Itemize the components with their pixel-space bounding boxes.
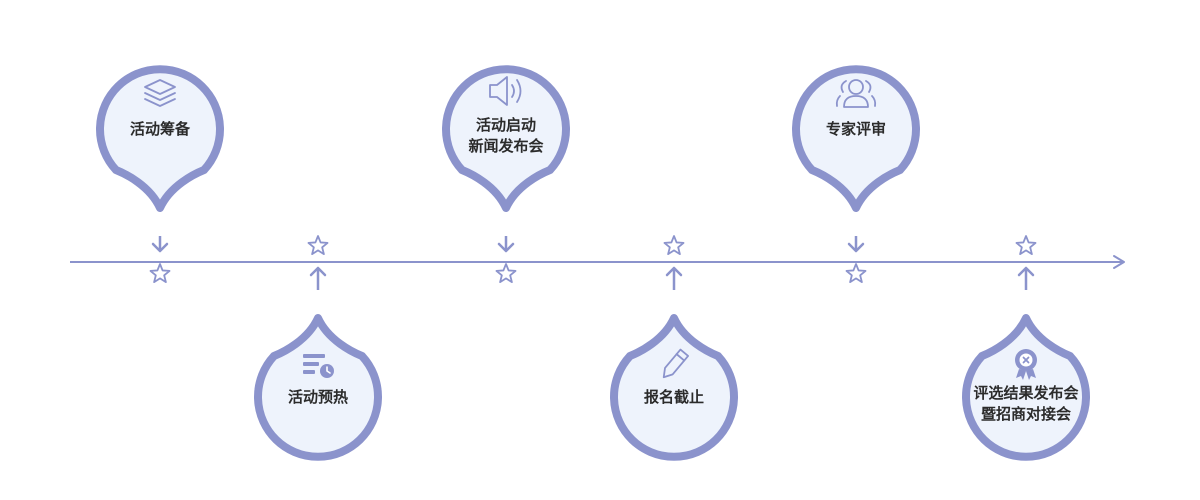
milestone-warmup: 活动预热 (254, 235, 382, 461)
star-icon (307, 235, 329, 255)
milestone-label: 活动预热 (288, 388, 348, 406)
milestone-label: 活动筹备 (130, 120, 191, 138)
milestone-label: 报名截止 (644, 388, 704, 406)
axis-arrowhead (1113, 255, 1125, 269)
up-arrow-icon (309, 266, 327, 277)
award-ribbon-icon (1015, 349, 1037, 380)
milestone-label: 评选结果发布会 (973, 384, 1078, 402)
schedule-list-icon (303, 354, 334, 378)
speaker-icon (489, 76, 522, 106)
pin-marker (254, 314, 382, 461)
star-icon (845, 263, 867, 283)
down-arrow-icon (497, 242, 515, 253)
pin-marker (962, 314, 1090, 461)
milestone-label: 暨招商对接会 (981, 405, 1071, 423)
layers-icon (144, 79, 176, 107)
milestone-deadline: 报名截止 (610, 235, 738, 461)
pin-marker (610, 314, 738, 461)
pin-marker (96, 65, 224, 212)
down-arrow-icon (151, 242, 169, 253)
milestone-label: 新闻发布会 (468, 137, 543, 155)
milestone-review: 专家评审 (792, 65, 920, 283)
pin-marker (442, 65, 570, 212)
milestone-label: 专家评审 (826, 120, 886, 138)
milestone-preparation: 活动筹备 (96, 65, 224, 283)
down-arrow-icon (847, 242, 865, 253)
star-icon (495, 263, 517, 283)
up-arrow-icon (1017, 266, 1035, 277)
star-icon (663, 235, 685, 255)
star-icon (149, 263, 171, 283)
star-icon (1015, 235, 1037, 255)
group-users-icon (835, 79, 877, 108)
up-arrow-icon (665, 266, 683, 277)
pencil-icon (662, 348, 690, 379)
pin-marker (792, 65, 920, 212)
milestone-label: 活动启动 (476, 116, 536, 134)
